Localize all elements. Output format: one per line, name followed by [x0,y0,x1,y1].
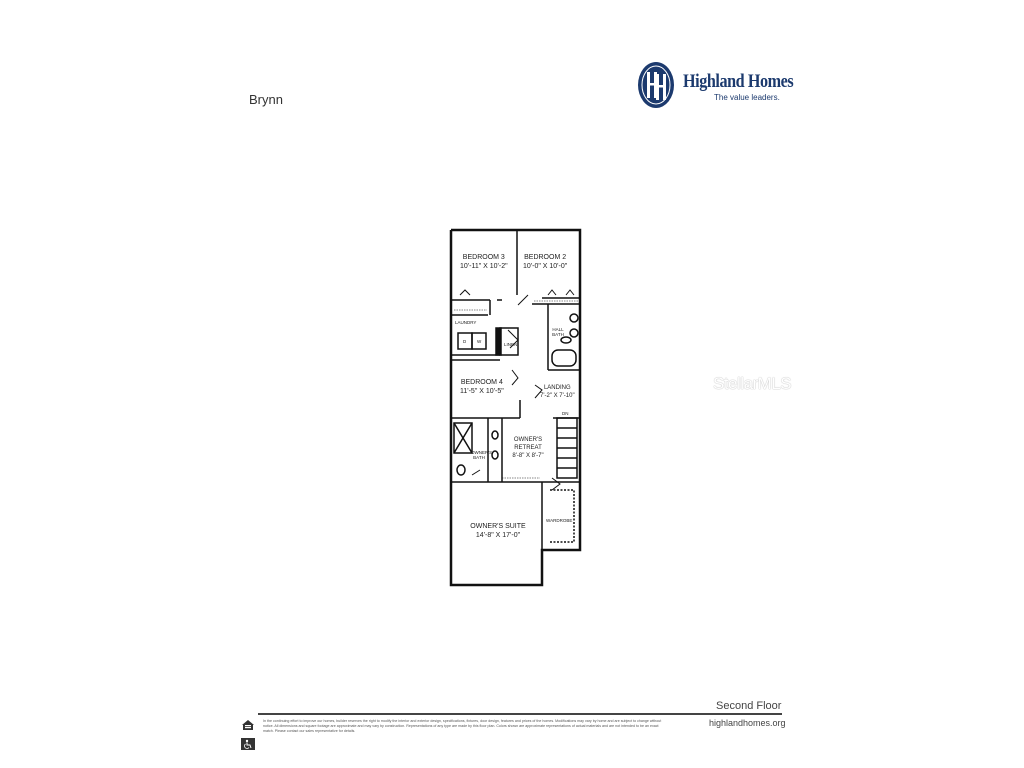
floor-name: Second Floor [716,700,782,712]
brand-tagline: The value leaders. [714,93,780,102]
plan-name: Brynn [249,92,283,107]
room-size: 7'-2" X 7'-10" [540,393,575,399]
brand-logo: Highland Homes The value leaders. [636,60,794,110]
room-landing: LANDING 7'-2" X 7'-10" [540,384,575,400]
room-bedroom-2: BEDROOM 2 10'-0" X 10'-0" [523,253,567,271]
equal-housing-icon [242,720,254,730]
room-name: LANDING [543,385,571,391]
stairs-down-label: DN [562,411,569,416]
floor-plan-drawing [449,228,582,587]
room-name: BEDROOM 3 [462,254,505,261]
footer-icons [241,718,255,750]
website-link[interactable]: highlandhomes.org [709,718,786,728]
room-name: BEDROOM 4 [460,379,503,386]
room-size: 11'-5" X 10'-5" [460,388,504,395]
room-owners-retreat: OWNER'S RETREAT 8'-8" X 8'-7" [508,436,548,460]
room-name: BEDROOM 2 [524,254,567,261]
room-linen: LINEN [504,342,518,347]
room-size: 8'-8" X 8'-7" [512,453,544,459]
room-name: OWNER'S SUITE [470,523,526,530]
floor-plan: BEDROOM 3 10'-11" X 10'-2" BEDROOM 2 10'… [440,220,600,600]
room-size: 10'-11" X 10'-2" [460,263,508,270]
room-wardrobe: WARDROBE [546,518,573,523]
room-size: 10'-0" X 10'-0" [523,263,568,270]
dryer-label: D [463,339,467,344]
room-name: OWNER'S RETREAT [513,437,543,451]
brand-name: Highland Homes [683,71,794,92]
room-size: 14'-8" X 17'-0" [475,532,521,539]
room-laundry: LAUNDRY [455,320,477,325]
room-hall-bath: HALL BATH [552,327,564,337]
room-bedroom-3: BEDROOM 3 10'-11" X 10'-2" [460,253,508,271]
room-owners-suite: OWNER'S SUITE 14'-8" X 17'-0" [468,522,528,540]
footer-divider [258,713,782,715]
room-owners-bath: OWNER'S BATH [471,450,493,460]
highland-homes-emblem-icon [638,62,674,108]
washer-label: W [477,339,482,344]
mls-watermark: StellarMLS [713,374,792,393]
legal-disclaimer: In the continuing effort to improve our … [263,719,662,733]
accessibility-icon [241,738,255,750]
room-bedroom-4: BEDROOM 4 11'-5" X 10'-5" [460,378,504,396]
